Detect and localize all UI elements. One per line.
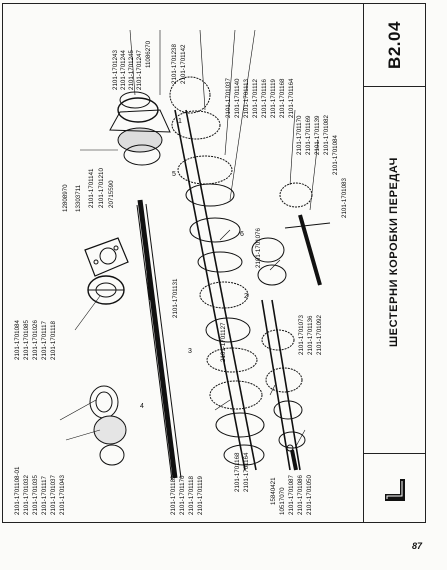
- part-label: 2101-1701170: [179, 475, 186, 515]
- part-label: 2101-1701119: [270, 79, 277, 118]
- part-label: 2101-1701169: [305, 115, 312, 155]
- part-label: 10517070: [279, 487, 286, 515]
- callout-1: 1: [178, 118, 182, 125]
- title-sidebar: B2.04 ШЕСТЕРНИ КОРОБКИ ПЕРЕДАЧ: [363, 3, 426, 523]
- part-label: 2101-1701037: [50, 475, 57, 515]
- part-label: 2101-1701131: [172, 278, 179, 318]
- secondary-shaft: [174, 109, 257, 471]
- lower-left-parts: [89, 385, 127, 466]
- part-label: 20715590: [108, 180, 115, 208]
- part-label: 2101-1701238: [171, 44, 178, 84]
- callout-5: 5: [172, 171, 176, 178]
- part-label: 13303711: [75, 184, 82, 212]
- part-label: 12808970: [62, 184, 69, 212]
- part-label: 2101-1701084: [332, 135, 339, 175]
- part-label: 2101-1701117: [41, 476, 48, 515]
- part-label: 2101-1701118: [188, 476, 195, 515]
- cover-plate: [84, 237, 129, 277]
- part-label: 2101-1701113: [243, 79, 250, 118]
- callout-3: 3: [188, 348, 192, 355]
- callout-6: 6: [240, 231, 244, 238]
- part-label: 2101-1701136: [307, 315, 314, 355]
- logo-box: [364, 453, 425, 523]
- manufacturer-logo: [385, 479, 405, 501]
- top-bearing-cluster: [109, 91, 171, 166]
- part-label: 2101-1701164: [243, 452, 250, 492]
- part-label: 2101-1701043: [59, 475, 66, 515]
- part-label: 2101-1701092: [316, 315, 323, 355]
- part-label: 2101-1701127: [220, 322, 227, 362]
- part-label: 2101-1701083: [341, 178, 348, 218]
- part-label: 2101-1701108-01: [14, 466, 21, 515]
- callout-4: 4: [140, 403, 144, 410]
- page-number: 87: [412, 541, 423, 551]
- part-label: 2101-1701244: [120, 50, 127, 90]
- part-label: 2101-1701139: [314, 115, 321, 155]
- part-label: 2101-1701076: [255, 228, 262, 268]
- part-label: 15840421: [270, 477, 277, 505]
- part-label: 2101-1701026: [32, 320, 39, 360]
- part-label: 2101-1701140: [234, 78, 241, 118]
- part-label: 2101-1701035: [32, 475, 39, 515]
- part-label: 2101-1701087: [288, 475, 295, 515]
- part-label: 2101-1701210: [98, 168, 105, 208]
- part-label: 2101-1701118: [50, 321, 57, 360]
- drain-bolt: [286, 444, 298, 471]
- reverse-gear: [279, 182, 331, 286]
- part-label: 2101-1701119: [197, 476, 204, 515]
- page-frame: [2, 3, 426, 523]
- part-label: 2101-1701085: [23, 320, 30, 360]
- gear-stack: [169, 76, 265, 466]
- part-label: 2101-1701170: [296, 115, 303, 155]
- part-label: 11086270: [145, 40, 152, 68]
- part-label: 2101-1701189: [170, 475, 177, 515]
- part-label: 2101-1701032: [23, 475, 30, 515]
- part-label: 2101-1701082: [323, 115, 330, 155]
- part-label: 2101-1701243: [112, 50, 119, 90]
- part-label: 2101-1701142: [180, 44, 187, 84]
- part-label: 2101-1701112: [252, 79, 259, 118]
- countershaft: [251, 237, 306, 471]
- part-label: 2101-1701037: [225, 78, 232, 118]
- part-label: 2101-1701084: [14, 320, 21, 360]
- part-label: 2101-1701245: [128, 50, 135, 90]
- part-label: 2101-1701116: [261, 79, 268, 118]
- section-code-box: B2.04: [364, 3, 425, 87]
- part-label: 2101-1701164: [288, 78, 295, 118]
- part-label: 2101-1701141: [88, 168, 95, 208]
- left-bearing: [87, 275, 125, 305]
- leader-lines: [59, 29, 319, 449]
- callout-markers: 1 2 3 4 5 6: [140, 118, 248, 410]
- part-label: 2101-1701168: [234, 452, 241, 492]
- part-label: 2101-1701073: [298, 315, 305, 355]
- primary-shaft: [136, 199, 182, 481]
- part-label: 2101-1701168: [279, 78, 286, 118]
- part-label: 2101-1701086: [297, 475, 304, 515]
- part-label: 2101-1701050: [306, 475, 313, 515]
- part-label: 2101-1701117: [41, 321, 48, 360]
- callout-2: 2: [244, 293, 248, 300]
- part-label: 2101-1701247: [136, 50, 143, 90]
